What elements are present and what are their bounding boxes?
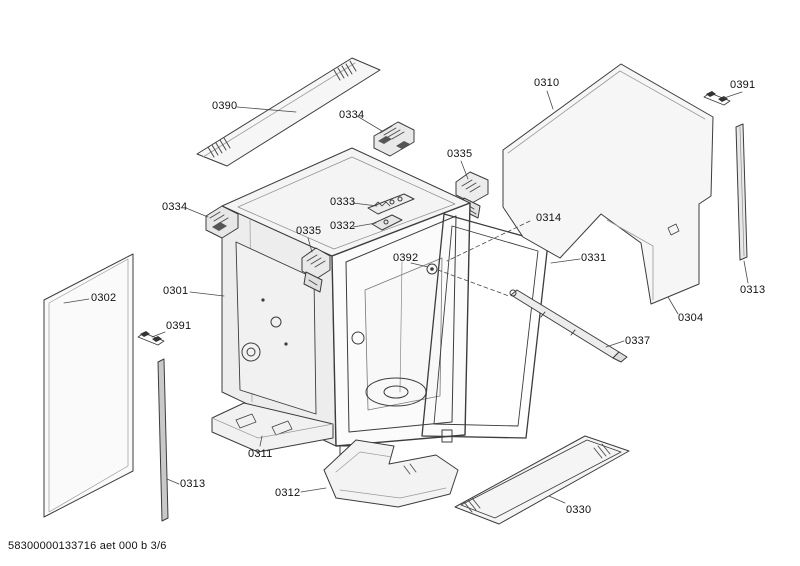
part-label-0331: 0331 bbox=[581, 252, 607, 264]
part-fixing-kit-top-right bbox=[703, 91, 731, 106]
part-label-0312: 0312 bbox=[275, 487, 301, 499]
document-code: 58300000133716 aet 000 b 3/6 bbox=[8, 540, 167, 552]
leader-lines bbox=[63, 90, 749, 504]
part-slide-rail bbox=[509, 289, 628, 363]
part-label-0311: 0311 bbox=[248, 448, 273, 460]
part-hinge-left bbox=[301, 247, 331, 293]
part-label-0337: 0337 bbox=[625, 335, 651, 347]
part-label-0391-left: 0391 bbox=[166, 320, 192, 332]
part-label-0310: 0310 bbox=[534, 77, 560, 89]
part-trim-strip-right bbox=[735, 123, 748, 261]
part-label-0302: 0302 bbox=[91, 292, 117, 304]
dashed-reference-lines bbox=[437, 220, 531, 297]
part-label-0330: 0330 bbox=[566, 504, 592, 516]
part-label-0313-right: 0313 bbox=[740, 284, 766, 296]
part-label-0304: 0304 bbox=[678, 312, 704, 324]
part-fixing-kit-left bbox=[137, 331, 165, 346]
part-label-0392: 0392 bbox=[393, 252, 419, 264]
part-label-0333: 0333 bbox=[330, 196, 356, 208]
part-seal-frame bbox=[421, 213, 549, 439]
part-latch-upper bbox=[367, 193, 415, 215]
part-label-0335-left: 0335 bbox=[296, 225, 322, 237]
part-bracket-top bbox=[373, 121, 415, 157]
part-base-rail bbox=[454, 435, 630, 525]
part-side-panel-right bbox=[502, 63, 714, 305]
part-label-0335-top: 0335 bbox=[447, 148, 473, 160]
part-label-0391-top-right: 0391 bbox=[730, 79, 756, 91]
part-screw bbox=[426, 263, 438, 275]
part-label-0332: 0332 bbox=[330, 220, 356, 232]
part-label-0301: 0301 bbox=[163, 285, 189, 297]
part-hinge-top bbox=[455, 171, 489, 219]
part-corner-bracket-left bbox=[205, 205, 239, 239]
part-bottom-panel bbox=[323, 439, 459, 508]
part-label-0313-left: 0313 bbox=[180, 478, 206, 490]
part-label-0334-left: 0334 bbox=[162, 201, 188, 213]
part-label-0390: 0390 bbox=[212, 100, 238, 112]
part-label-0314: 0314 bbox=[536, 212, 562, 224]
part-latch-lower bbox=[371, 214, 403, 231]
part-label-0334-top: 0334 bbox=[339, 109, 365, 121]
part-trim-strip-left bbox=[157, 358, 169, 522]
part-top-panel bbox=[196, 57, 381, 167]
part-side-panel-left bbox=[43, 253, 134, 518]
part-base-support bbox=[211, 402, 334, 453]
